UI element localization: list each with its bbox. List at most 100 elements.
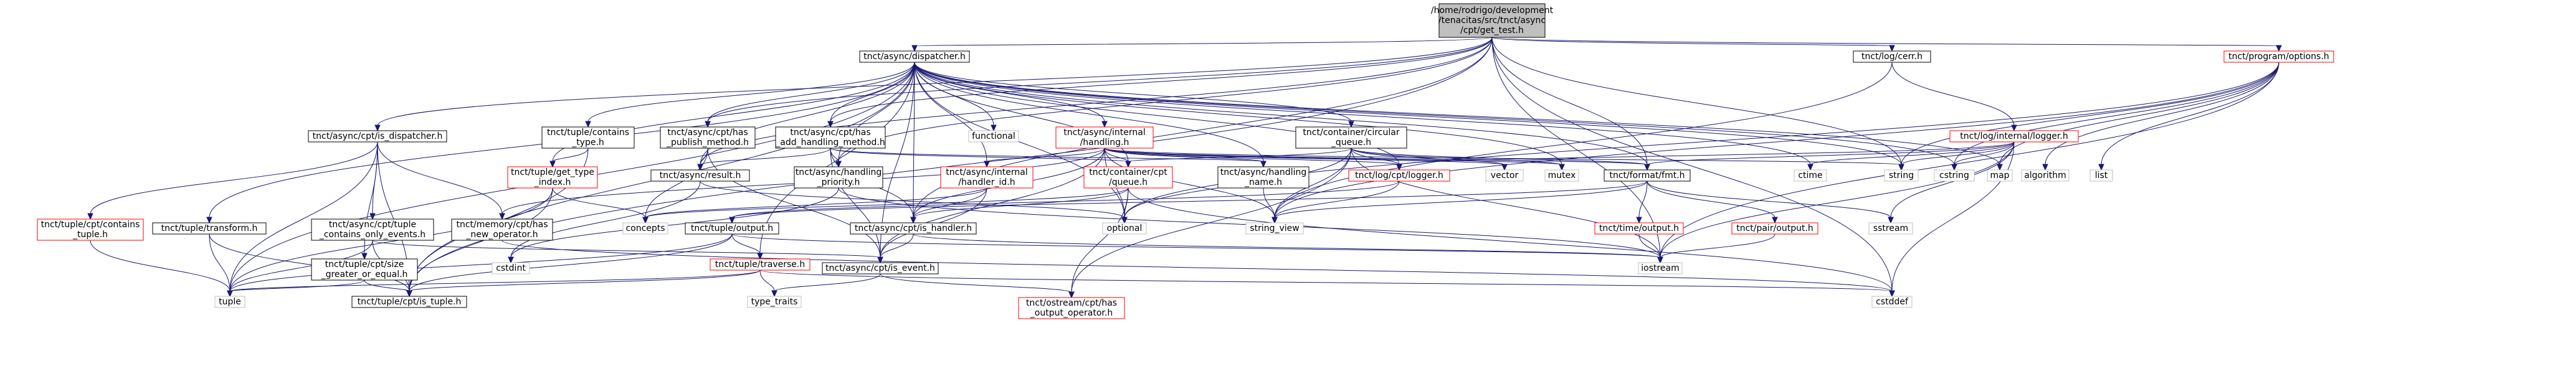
node-tuple-contains-tuple[interactable]: tnct/tuple/cpt/contains_tuple.h — [37, 218, 144, 241]
edge-options-to-string — [1898, 62, 2279, 171]
edge-internal_logger-to-ctime — [1807, 141, 2015, 171]
node-label: tnct/async/cpt/is_event.h — [825, 263, 935, 273]
node-label: _index.h — [534, 177, 571, 187]
node-is-dispatcher[interactable]: tnct/async/cpt/is_dispatcher.h — [308, 130, 447, 143]
edge-cpt_queue-to-ostream_pthas — [1068, 187, 1129, 299]
node-vector[interactable]: vector — [1485, 169, 1524, 182]
node-is-event[interactable]: tnct/async/cpt/is_event.h — [822, 262, 939, 274]
node-tuple-transform[interactable]: tnct/tuple/transform.h — [152, 222, 267, 235]
node-has-add-handling[interactable]: tnct/async/cpt/has_add_handling_method.h — [775, 126, 886, 149]
node-cerr[interactable]: tnct/log/cerr.h — [1853, 50, 1931, 63]
node-map[interactable]: map — [1987, 169, 2013, 182]
node-label: tnct/container/cpt — [1089, 167, 1167, 177]
node-cstring[interactable]: cstring — [1934, 169, 1975, 182]
node-root[interactable]: /home/rodrigo/development/tenacitas/src/… — [1431, 3, 1554, 38]
node-list[interactable]: list — [2089, 169, 2113, 182]
node-label: map — [1990, 171, 2009, 181]
node-concepts[interactable]: concepts — [622, 222, 668, 235]
node-label: tnct/ostream/cpt/has — [1026, 298, 1117, 308]
edge-is_dispatcher-to-tuple_contains_tuple — [87, 141, 378, 220]
node-cstddef[interactable]: cstddef — [1871, 296, 1913, 308]
edge-cpt_queue-to-optional — [1121, 187, 1129, 224]
node-label: tnct/async/cpt/has — [667, 128, 748, 138]
node-internal-handler-id[interactable]: tnct/async/internal/handler_id.h — [940, 166, 1034, 189]
node-options[interactable]: tnct/program/options.h — [2223, 50, 2334, 63]
node-cstdint[interactable]: cstdint — [492, 262, 530, 274]
node-time-output[interactable]: tnct/time/output.h — [1594, 222, 1684, 235]
node-functional[interactable]: functional — [968, 130, 1019, 143]
edge-size_greater_or_equal-to-is_tuple — [364, 279, 412, 298]
node-contains-type[interactable]: tnct/tuple/contains_type.h — [541, 126, 635, 149]
edge-internal_logger-to-cpt_logger — [1396, 141, 2015, 171]
node-type-traits[interactable]: type_traits — [747, 296, 802, 308]
edge-is_dispatcher-to-size_greater_or_equal — [361, 141, 378, 260]
node-ostream-pthas[interactable]: tnct/ostream/cpt/has_output_operator.h — [1018, 297, 1125, 319]
edge-dispatcher-to-circular_queue — [914, 62, 1354, 128]
node-format-fmt[interactable]: tnct/format/fmt.h — [1604, 169, 1691, 182]
node-get-type-index[interactable]: tnct/tuple/get_type_index.h — [507, 166, 598, 189]
node-label: cstring — [1939, 171, 1969, 181]
node-label: tnct/async/internal — [946, 167, 1027, 177]
edge-dispatcher-to-contains_type — [585, 62, 915, 128]
edge-root-to-result — [697, 37, 1493, 171]
node-label: /queue.h — [1109, 177, 1148, 187]
node-cpt-logger[interactable]: tnct/log/cpt/logger.h — [1348, 169, 1450, 182]
node-handling-name[interactable]: tnct/async/handling_name.h — [1217, 166, 1309, 189]
node-dispatcher[interactable]: tnct/async/dispatcher.h — [859, 50, 970, 63]
node-string-view[interactable]: string_view — [1245, 222, 1304, 235]
node-tuple[interactable]: tuple — [214, 296, 245, 308]
node-sstream[interactable]: sstream — [1868, 222, 1913, 235]
node-label: tnct/tuple/cpt/is_tuple.h — [358, 297, 462, 307]
node-label: tnct/async/cpt/is_dispatcher.h — [313, 131, 443, 141]
edge-is_event-to-type_traits — [771, 273, 881, 298]
node-label: tnct/memory/cpt/has — [456, 220, 548, 230]
node-label: _tuple.h — [72, 230, 108, 240]
edge-is_handler-to-is_event — [877, 233, 914, 264]
node-tuple-traverse[interactable]: tnct/tuple/traverse.h — [710, 258, 810, 271]
node-cpt-queue[interactable]: tnct/container/cpt/queue.h — [1083, 166, 1173, 189]
node-internal-logger[interactable]: tnct/log/internal/logger.h — [1949, 130, 2079, 143]
node-tuple-contains-only-events[interactable]: tnct/async/cpt/tuple_contains_only_event… — [311, 218, 434, 241]
node-is-tuple[interactable]: tnct/tuple/cpt/is_tuple.h — [351, 296, 467, 308]
edge-circular_queue-to-format_fmt — [1351, 148, 1650, 171]
node-circular-queue[interactable]: tnct/container/circular_queue.h — [1295, 126, 1407, 149]
node-label: cstddef — [1876, 297, 1909, 307]
node-label: tnct/tuple/cpt/contains — [41, 220, 140, 230]
node-iostream[interactable]: iostream — [1638, 262, 1683, 274]
edge-cpt_queue-to-cstddef — [1128, 187, 1895, 298]
node-algorithm[interactable]: algorithm — [2021, 169, 2070, 182]
node-has-publish[interactable]: tnct/async/cpt/has_publish_method.h — [660, 126, 756, 149]
node-label: functional — [972, 131, 1015, 141]
node-label: tnct/tuple/traverse.h — [715, 260, 805, 270]
node-string[interactable]: string — [1884, 169, 1919, 182]
edge-pair_output-to-iostream — [1657, 233, 1775, 264]
edge-format_fmt-to-time_output — [1636, 181, 1648, 224]
node-label: ctime — [1798, 171, 1822, 181]
node-label: _output_operator.h — [1030, 308, 1113, 318]
edge-is_dispatcher-to-has_new_operator — [377, 141, 505, 220]
node-internal-handling[interactable]: tnct/async/internal/handling.h — [1055, 126, 1154, 149]
node-ctime[interactable]: ctime — [1794, 169, 1827, 182]
edge-dispatcher-to-internal_handling — [914, 62, 1108, 128]
edge-size_greater_or_equal-to-tuple — [227, 279, 365, 298]
edge-tuple_transform-to-tuple — [209, 233, 233, 298]
node-is-handler[interactable]: tnct/async/cpt/is_handler.h — [850, 222, 977, 235]
node-label: /handling.h — [1080, 138, 1129, 148]
node-label: tnct/program/options.h — [2228, 52, 2329, 62]
node-label: string_view — [1250, 223, 1299, 233]
node-tuple-output[interactable]: tnct/tuple/output.h — [685, 222, 779, 235]
node-handling-priority[interactable]: tnct/async/handling_priority.h — [794, 166, 883, 189]
edge-root-to-is_dispatcher — [374, 37, 1493, 132]
edge-options-to-algorithm — [2042, 62, 2279, 171]
node-optional[interactable]: optional — [1102, 222, 1147, 235]
node-label: iostream — [1641, 263, 1680, 273]
edge-root-to-cerr — [1491, 37, 1895, 52]
node-size-greater-or-equal[interactable]: tnct/tuple/cpt/size_greater_or_equal.h — [311, 258, 418, 281]
edge-tuple_traverse-to-tuple — [227, 270, 761, 298]
node-result[interactable]: tnct/async/result.h — [650, 169, 750, 182]
node-has-new-operator[interactable]: tnct/memory/cpt/has_new_operator.h — [451, 218, 553, 241]
node-label: list — [2095, 171, 2108, 181]
node-pair-output[interactable]: tnct/pair/output.h — [1731, 222, 1818, 235]
node-mutex[interactable]: mutex — [1544, 169, 1579, 182]
edge-circular_queue-to-cpt_queue — [1125, 148, 1352, 168]
